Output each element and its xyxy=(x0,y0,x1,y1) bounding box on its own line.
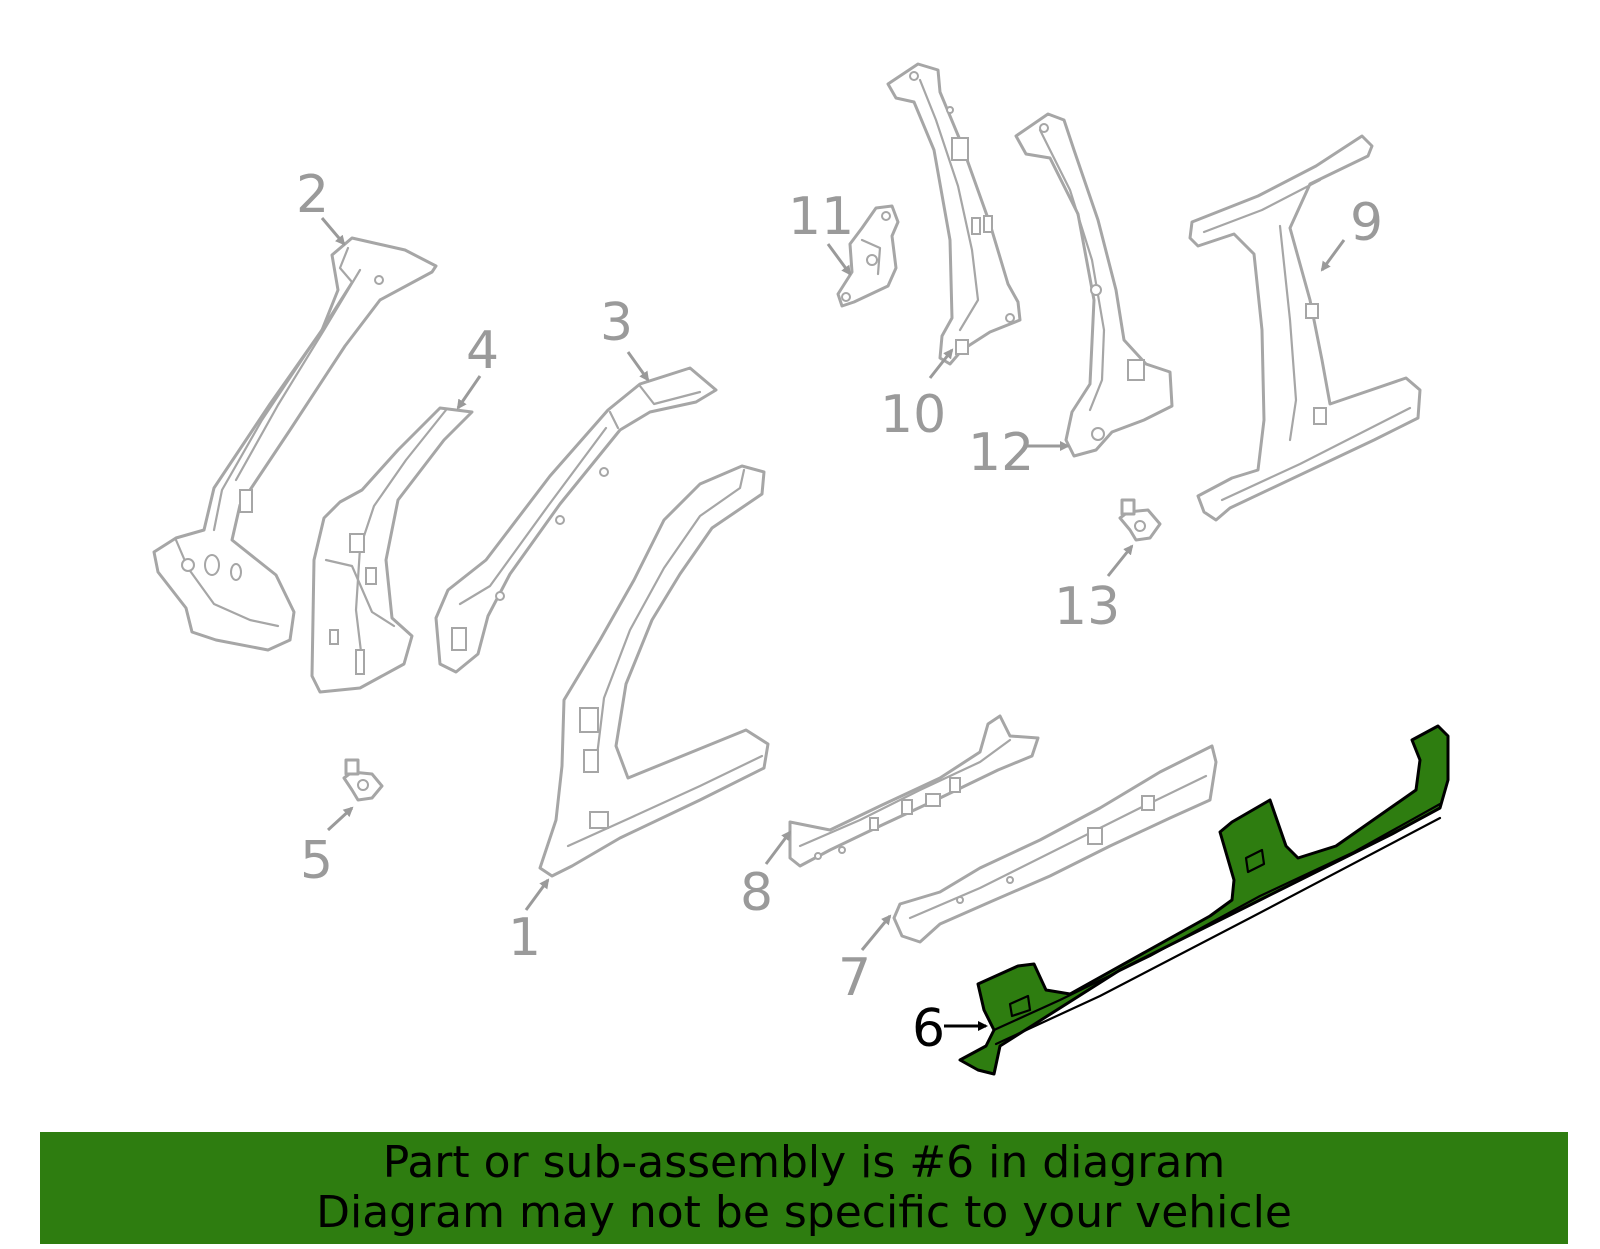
callout-9: 9 xyxy=(1320,193,1383,272)
callout-10: 10 xyxy=(880,348,954,445)
part-10-b-pillar-reinforcement[interactable] xyxy=(886,62,1022,366)
callout-11: 11 xyxy=(788,187,854,276)
callout-4: 4 xyxy=(456,321,499,410)
part-6-rocker-outer-reinforcement[interactable] xyxy=(958,724,1450,1076)
svg-text:2: 2 xyxy=(296,165,329,225)
svg-text:8: 8 xyxy=(740,863,773,923)
svg-text:9: 9 xyxy=(1350,193,1383,253)
callout-1: 1 xyxy=(508,878,550,968)
part-12-b-pillar-inner[interactable] xyxy=(1014,112,1174,458)
callout-13: 13 xyxy=(1054,544,1134,637)
svg-text:4: 4 xyxy=(466,321,499,381)
svg-text:6: 6 xyxy=(912,999,945,1059)
part-3-roof-rail[interactable] xyxy=(434,366,718,674)
part-4-a-pillar-reinforcement[interactable] xyxy=(310,406,474,694)
part-9-body-side-outer-center[interactable] xyxy=(1188,134,1422,522)
svg-text:10: 10 xyxy=(880,385,946,445)
svg-text:12: 12 xyxy=(968,423,1034,483)
callout-2: 2 xyxy=(296,165,346,246)
callout-5: 5 xyxy=(300,806,354,891)
callout-3: 3 xyxy=(600,293,650,382)
info-banner: Part or sub-assembly is #6 in diagram Di… xyxy=(40,1132,1568,1244)
svg-text:13: 13 xyxy=(1054,577,1120,637)
part-11-bracket[interactable] xyxy=(836,204,900,308)
banner-line-part: Part or sub-assembly is #6 in diagram xyxy=(382,1137,1226,1188)
part-1-body-side-outer-front[interactable] xyxy=(538,464,770,878)
svg-text:3: 3 xyxy=(600,293,633,353)
part-2-a-pillar-inner[interactable] xyxy=(152,236,438,652)
callout-12: 12 xyxy=(968,423,1070,483)
svg-text:1: 1 xyxy=(508,908,541,968)
svg-text:11: 11 xyxy=(788,187,854,247)
svg-text:7: 7 xyxy=(838,948,871,1008)
callout-8: 8 xyxy=(740,830,792,923)
part-7-inner-rocker-rear[interactable] xyxy=(892,744,1218,944)
part-13-clip[interactable] xyxy=(1118,498,1162,542)
part-8-inner-rocker-front[interactable] xyxy=(788,714,1040,868)
callout-7: 7 xyxy=(838,914,892,1008)
part-5-clip[interactable] xyxy=(342,758,384,802)
svg-text:5: 5 xyxy=(300,831,333,891)
banner-line-disclaimer: Diagram may not be specific to your vehi… xyxy=(316,1187,1292,1238)
callout-6: 6 xyxy=(912,999,988,1059)
